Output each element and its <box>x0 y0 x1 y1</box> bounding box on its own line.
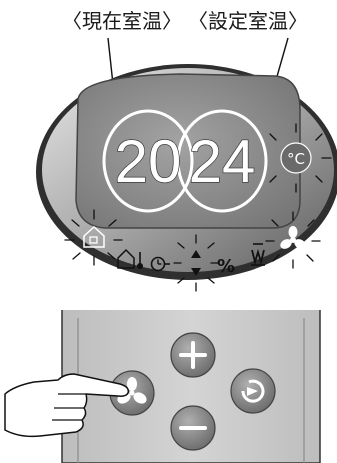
current-temperature: 20 <box>115 128 182 195</box>
remote-control-panel <box>5 310 320 463</box>
set-temp-callout: 〈設定室温〉 <box>188 9 308 33</box>
mode-button[interactable] <box>231 369 275 413</box>
minus-button[interactable] <box>171 406 215 450</box>
thermostat-display: 20 24 °C <box>36 64 337 291</box>
humidity-symbol: % <box>217 256 235 277</box>
plus-button[interactable] <box>171 333 215 377</box>
set-temperature: 24 <box>189 128 256 195</box>
celsius-unit: °C <box>287 150 305 168</box>
current-temp-callout: 〈現在室温〉 <box>62 9 182 33</box>
